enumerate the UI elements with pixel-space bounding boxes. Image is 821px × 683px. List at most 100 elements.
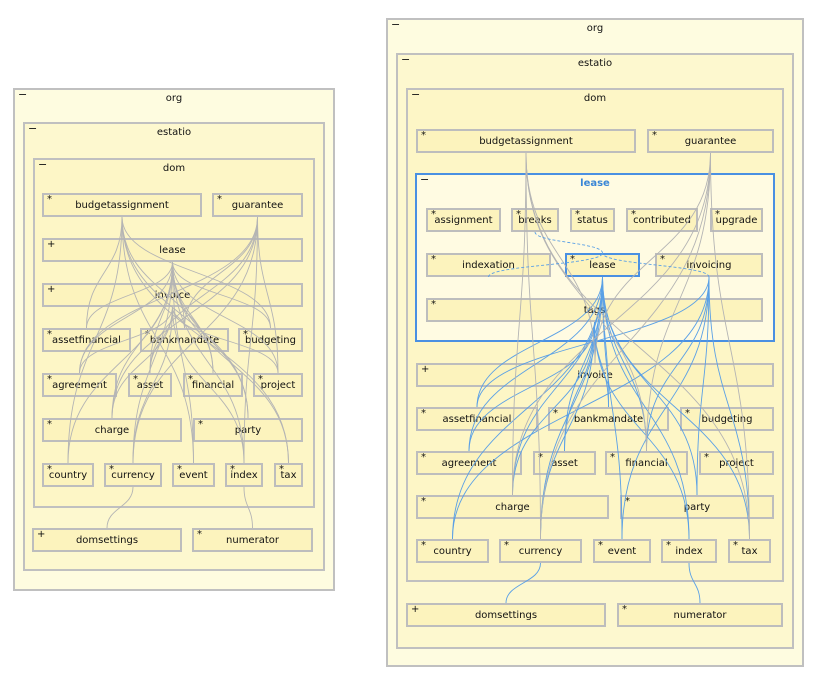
node-label: agreement: [441, 457, 497, 469]
collapse-toggle[interactable]: −: [391, 18, 401, 31]
node-budgetassignment-left[interactable]: *budgetassignment: [42, 193, 202, 217]
node-agreement-right[interactable]: * agreement: [416, 451, 522, 475]
node-label: assetfinancial: [442, 413, 512, 425]
node-invoice-right[interactable]: +invoice: [416, 363, 774, 387]
node-marker: *: [421, 540, 426, 551]
node-label: project: [260, 379, 296, 391]
node-status-right[interactable]: *status: [570, 208, 615, 232]
node-contributed-right[interactable]: *contributed: [626, 208, 698, 232]
node-financial-left[interactable]: *financial: [183, 373, 243, 397]
node-index-left[interactable]: *index: [225, 463, 263, 487]
node-domsettings-right[interactable]: + domsettings: [406, 603, 606, 627]
node-marker: *: [431, 299, 436, 310]
node-currency-left[interactable]: *currency: [104, 463, 162, 487]
node-party-left[interactable]: *party: [193, 418, 303, 442]
node-marker: *: [660, 254, 665, 265]
node-label: contributed: [633, 214, 691, 226]
node-budgeting-left[interactable]: *budgeting: [238, 328, 303, 352]
node-asset-left[interactable]: *asset: [128, 373, 172, 397]
node-marker: *: [47, 419, 52, 430]
node-agreement-left[interactable]: *agreement: [42, 373, 117, 397]
node-label: domsettings: [474, 609, 538, 621]
node-label: event: [179, 469, 208, 481]
node-label: lease: [159, 244, 186, 256]
collapse-toggle[interactable]: −: [18, 88, 28, 101]
node-marker: *: [279, 464, 284, 475]
node-marker: *: [197, 529, 202, 540]
node-label: guarantee: [231, 199, 284, 211]
node-tax-left[interactable]: *tax: [274, 463, 303, 487]
node-numerator-right[interactable]: * numerator: [617, 603, 783, 627]
node-label: budgeting: [701, 413, 753, 425]
node-marker: *: [133, 374, 138, 385]
node-label: domsettings: [75, 534, 139, 546]
package-title: lease: [580, 178, 610, 189]
node-marker: *: [598, 540, 603, 551]
node-project-left[interactable]: *project: [253, 373, 303, 397]
collapse-toggle[interactable]: −: [411, 88, 421, 101]
node-label: party: [234, 424, 262, 436]
node-numerator-left[interactable]: *numerator: [192, 528, 313, 552]
node-lease-left[interactable]: +lease: [42, 238, 303, 262]
node-guarantee-right[interactable]: *guarantee: [647, 129, 774, 153]
node-marker: *: [553, 408, 558, 419]
node-marker: *: [421, 496, 426, 507]
node-index-right[interactable]: *index: [661, 539, 717, 563]
node-project-right[interactable]: *project: [699, 451, 774, 475]
node-marker: *: [431, 254, 436, 265]
node-invoice-left[interactable]: +invoice: [42, 283, 303, 307]
node-marker: *: [243, 329, 248, 340]
node-marker: *: [504, 540, 509, 551]
node-budgetassignment-right[interactable]: *budgetassignment: [416, 129, 636, 153]
node-currency-right[interactable]: *currency: [499, 539, 582, 563]
node-party-right[interactable]: *party: [620, 495, 774, 519]
package-title: estatio: [156, 127, 192, 138]
collapse-toggle[interactable]: −: [38, 158, 48, 171]
collapse-toggle[interactable]: −: [401, 53, 411, 66]
collapse-toggle[interactable]: −: [420, 173, 430, 186]
node-marker: *: [47, 464, 52, 475]
node-label: invoicing: [686, 259, 732, 271]
node-guarantee-left[interactable]: * guarantee: [212, 193, 303, 217]
node-charge-right[interactable]: *charge: [416, 495, 609, 519]
collapse-toggle[interactable]: −: [28, 122, 38, 135]
node-event-right[interactable]: *event: [593, 539, 651, 563]
node-label: asset: [136, 379, 164, 391]
node-event-left[interactable]: *event: [172, 463, 215, 487]
node-label: tax: [741, 545, 758, 557]
node-charge-left[interactable]: *charge: [42, 418, 182, 442]
package-title: dom: [583, 93, 607, 104]
node-label: financial: [191, 379, 235, 391]
node-label: assignment: [434, 214, 493, 226]
node-marker: +: [421, 364, 430, 375]
node-marker: *: [109, 464, 114, 475]
node-marker: *: [622, 604, 627, 615]
node-tags-right[interactable]: *tags: [426, 298, 763, 322]
node-lease-right[interactable]: *lease: [565, 253, 640, 277]
node-budgeting-right[interactable]: *budgeting: [680, 407, 774, 431]
node-domsettings-left[interactable]: +domsettings: [32, 528, 182, 552]
node-tax-right[interactable]: *tax: [728, 539, 771, 563]
node-bankmandate-left[interactable]: *bankmandate: [140, 328, 229, 352]
node-label: bankmandate: [149, 334, 220, 346]
node-bankmandate-right[interactable]: *bankmandate: [548, 407, 669, 431]
node-marker: *: [421, 452, 426, 463]
node-financial-right[interactable]: *financial: [605, 451, 688, 475]
node-breaks-right[interactable]: *breaks: [511, 208, 559, 232]
node-asset-right[interactable]: *asset: [533, 451, 596, 475]
node-assignment-right[interactable]: *assignment: [426, 208, 501, 232]
node-label: asset: [551, 457, 578, 469]
node-label: currency: [111, 469, 155, 481]
node-assetfinancial-right[interactable]: *assetfinancial: [416, 407, 538, 431]
node-label: numerator: [673, 609, 727, 621]
node-indexation-right[interactable]: *indexation: [426, 253, 551, 277]
node-country-right[interactable]: *country: [416, 539, 489, 563]
node-invoicing-right[interactable]: * invoicing: [655, 253, 763, 277]
node-marker: +: [411, 604, 420, 615]
node-assetfinancial-left[interactable]: *assetfinancial: [42, 328, 131, 352]
node-country-left[interactable]: *country: [42, 463, 94, 487]
node-marker: *: [715, 209, 720, 220]
node-label: financial: [625, 457, 668, 469]
node-marker: *: [217, 194, 222, 205]
node-upgrade-right[interactable]: *upgrade: [710, 208, 763, 232]
